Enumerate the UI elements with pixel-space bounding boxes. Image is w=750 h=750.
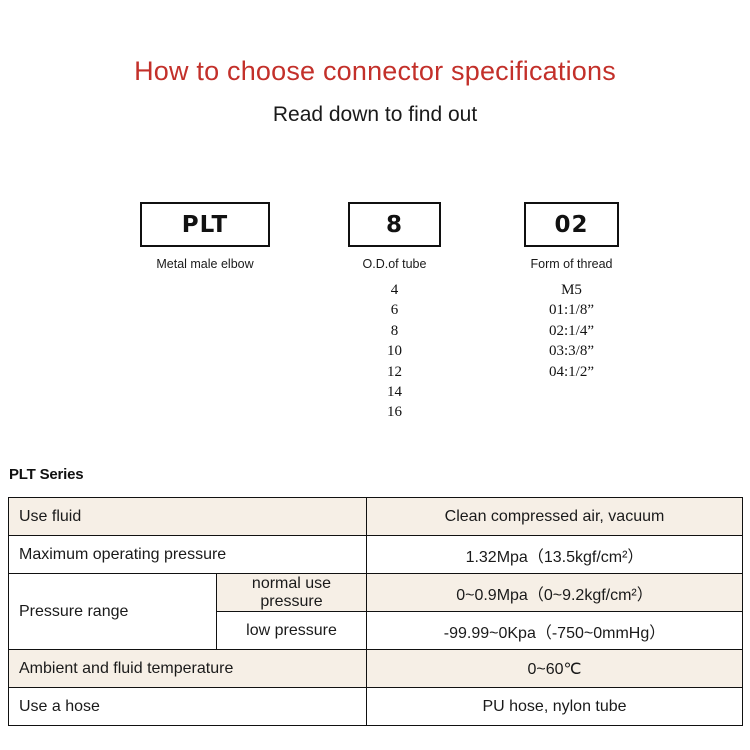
code-option: 02:1/4” bbox=[549, 322, 594, 339]
code-group-thread: 02 Form of thread M5 01:1/8” 02:1/4” 03:… bbox=[524, 202, 619, 382]
code-caption-thread: Form of thread bbox=[530, 257, 613, 271]
page-subtitle: Read down to find out bbox=[272, 103, 478, 126]
code-option: 6 bbox=[390, 302, 399, 319]
code-value-thread: 02 bbox=[554, 211, 589, 238]
part-number-builder: PLT Metal male elbow 8 O.D.of tube 4 6 8… bbox=[0, 202, 750, 442]
code-caption-od: O.D.of tube bbox=[362, 257, 427, 271]
code-caption-series: Metal male elbow bbox=[156, 257, 254, 271]
table-row: Maximum operating pressure 1.32Mpa（13.5k… bbox=[8, 535, 743, 574]
code-value-od: 8 bbox=[385, 211, 403, 238]
code-options-od: 4 6 8 10 12 14 16 bbox=[348, 280, 441, 423]
spec-value-use-fluid: Clean compressed air, vacuum bbox=[366, 497, 743, 536]
code-option: 16 bbox=[387, 404, 402, 421]
spec-value-temperature: 0~60℃ bbox=[366, 649, 743, 688]
code-option: 8 bbox=[390, 322, 399, 339]
page-title: How to choose connector specifications bbox=[134, 56, 616, 86]
code-option: M5 bbox=[561, 282, 582, 298]
code-box-series: PLT bbox=[140, 202, 270, 247]
spec-value-use-a-hose: PU hose, nylon tube bbox=[366, 687, 743, 726]
spec-value-normal-use-pressure: 0~0.9Mpa（0~9.2kgf/cm²） bbox=[366, 573, 743, 612]
table-row: Use fluid Clean compressed air, vacuum bbox=[8, 497, 743, 536]
spec-sublabel-normal-use-pressure: normal use pressure bbox=[216, 573, 367, 612]
spec-label-temperature: Ambient and fluid temperature bbox=[8, 649, 367, 688]
table-row: Pressure range normal use pressure 0~0.9… bbox=[8, 573, 743, 650]
code-group-od: 8 O.D.of tube 4 6 8 10 12 14 16 bbox=[348, 202, 441, 423]
spec-label-use-a-hose: Use a hose bbox=[8, 687, 367, 726]
spec-table: Use fluid Clean compressed air, vacuum M… bbox=[8, 497, 743, 726]
code-option: 4 bbox=[390, 282, 399, 298]
code-option: 04:1/2” bbox=[549, 363, 594, 380]
spec-sublabel-low-pressure: low pressure bbox=[216, 611, 367, 650]
code-option: 10 bbox=[387, 343, 402, 360]
spec-value-low-pressure: -99.99~0Kpa（-750~0mmHg） bbox=[366, 611, 743, 650]
code-group-series: PLT Metal male elbow bbox=[140, 202, 270, 280]
code-box-thread: 02 bbox=[524, 202, 619, 247]
code-value-series: PLT bbox=[181, 211, 229, 238]
code-box-od: 8 bbox=[348, 202, 441, 247]
table-row: Ambient and fluid temperature 0~60℃ bbox=[8, 649, 743, 688]
code-option: 01:1/8” bbox=[549, 302, 594, 319]
spec-value-max-pressure: 1.32Mpa（13.5kgf/cm²） bbox=[366, 535, 743, 574]
table-row: Use a hose PU hose, nylon tube bbox=[8, 687, 743, 726]
code-option: 03:3/8” bbox=[549, 343, 594, 360]
table-row: low pressure -99.99~0Kpa（-750~0mmHg） bbox=[9, 611, 743, 650]
code-options-thread: M5 01:1/8” 02:1/4” 03:3/8” 04:1/2” bbox=[524, 280, 619, 382]
spec-table-heading: PLT Series bbox=[9, 466, 84, 483]
spec-label-pressure-range: Pressure range bbox=[8, 573, 217, 650]
code-option: 14 bbox=[387, 384, 402, 401]
code-option: 12 bbox=[387, 363, 402, 380]
spec-label-max-pressure: Maximum operating pressure bbox=[8, 535, 367, 574]
spec-label-use-fluid: Use fluid bbox=[8, 497, 367, 536]
